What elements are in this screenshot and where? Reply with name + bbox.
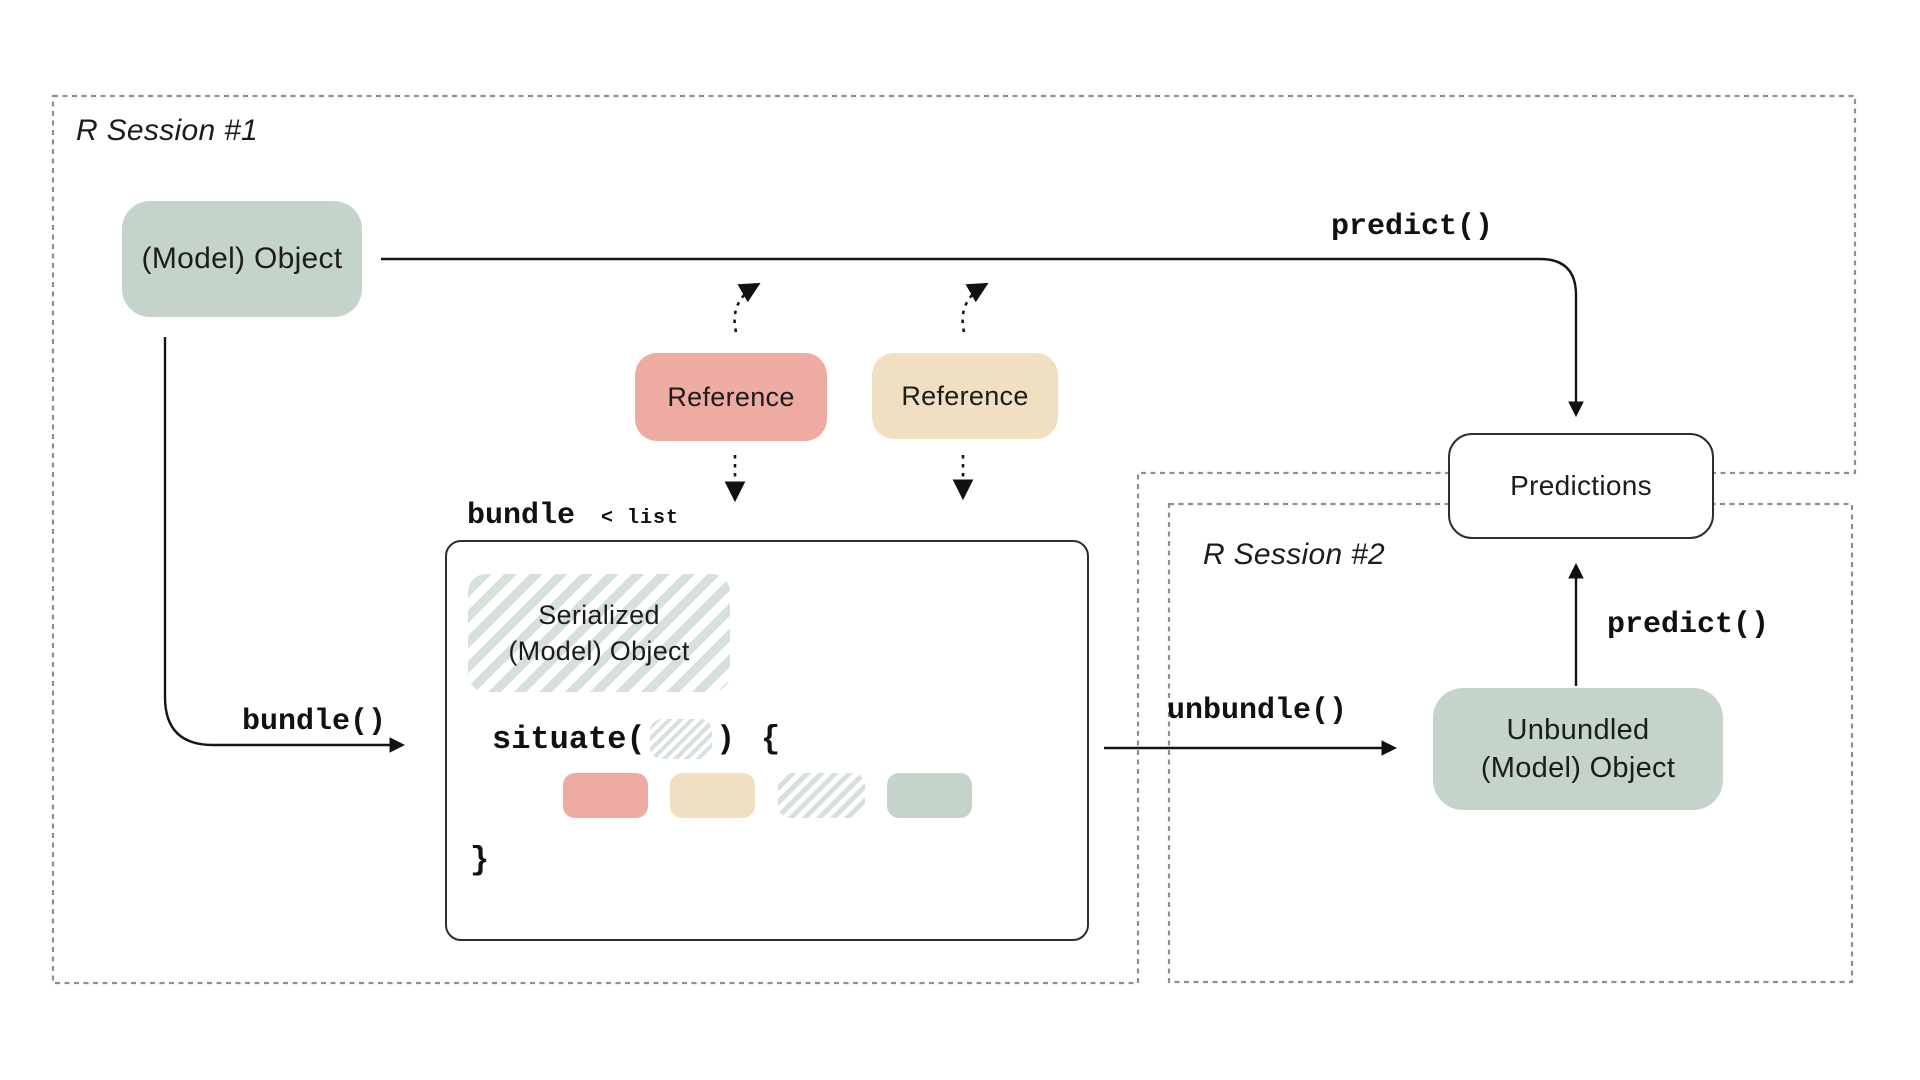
sage-chip — [887, 773, 972, 818]
situate-argument-striped-chip — [650, 719, 712, 759]
predict-top-label: predict() — [1331, 210, 1494, 244]
bundle-arrow — [163, 337, 406, 753]
tan-chip — [670, 773, 755, 818]
serialized-label-line2: (Model) Object — [508, 636, 690, 666]
session2-label: R Session #2 — [1203, 538, 1386, 571]
situate-open-brace-label: { — [761, 721, 781, 758]
situate-open-label: situate( — [492, 721, 646, 758]
unbundled-label-line2: (Model) Object — [1480, 752, 1676, 784]
predictions-node: Predictions — [1448, 433, 1714, 539]
situate-close-brace-label: } — [470, 842, 490, 879]
reference-node-tan: Reference — [872, 353, 1058, 439]
bundle-fn-label: bundle() — [242, 705, 387, 739]
reference-tan-label: Reference — [901, 380, 1029, 411]
bundle-type-label: < list — [601, 507, 680, 530]
bundle-name-label: bundle — [467, 499, 576, 533]
unbundled-label-line1: Unbundled — [1506, 714, 1650, 746]
unbundled-model-object-node: Unbundled (Model) Object — [1433, 688, 1723, 810]
reference2-curved-up-arrow — [961, 282, 989, 333]
session1-label: R Session #1 — [76, 114, 259, 147]
predict-bottom-label: predict() — [1607, 608, 1770, 642]
model-object-label: (Model) Object — [141, 242, 343, 275]
reference-node-pink: Reference — [635, 353, 827, 441]
model-object-node: (Model) Object — [122, 201, 362, 317]
reference-pink-label: Reference — [667, 381, 795, 412]
pink-chip — [563, 773, 648, 818]
session2-dashed-border — [1167, 502, 1854, 984]
situate-close-paren-label: ) — [716, 721, 736, 758]
striped-chip — [778, 773, 865, 818]
predictions-label: Predictions — [1510, 470, 1652, 501]
reference1-curved-up-arrow — [733, 282, 761, 333]
bundle-variable-label: bundle < list — [467, 501, 679, 531]
serialized-label-line1: Serialized — [538, 600, 660, 630]
predict-top-arrow — [381, 257, 1584, 418]
unbundle-fn-label: unbundle() — [1167, 694, 1348, 728]
serialized-model-object-node: Serialized (Model) Object — [468, 574, 730, 692]
